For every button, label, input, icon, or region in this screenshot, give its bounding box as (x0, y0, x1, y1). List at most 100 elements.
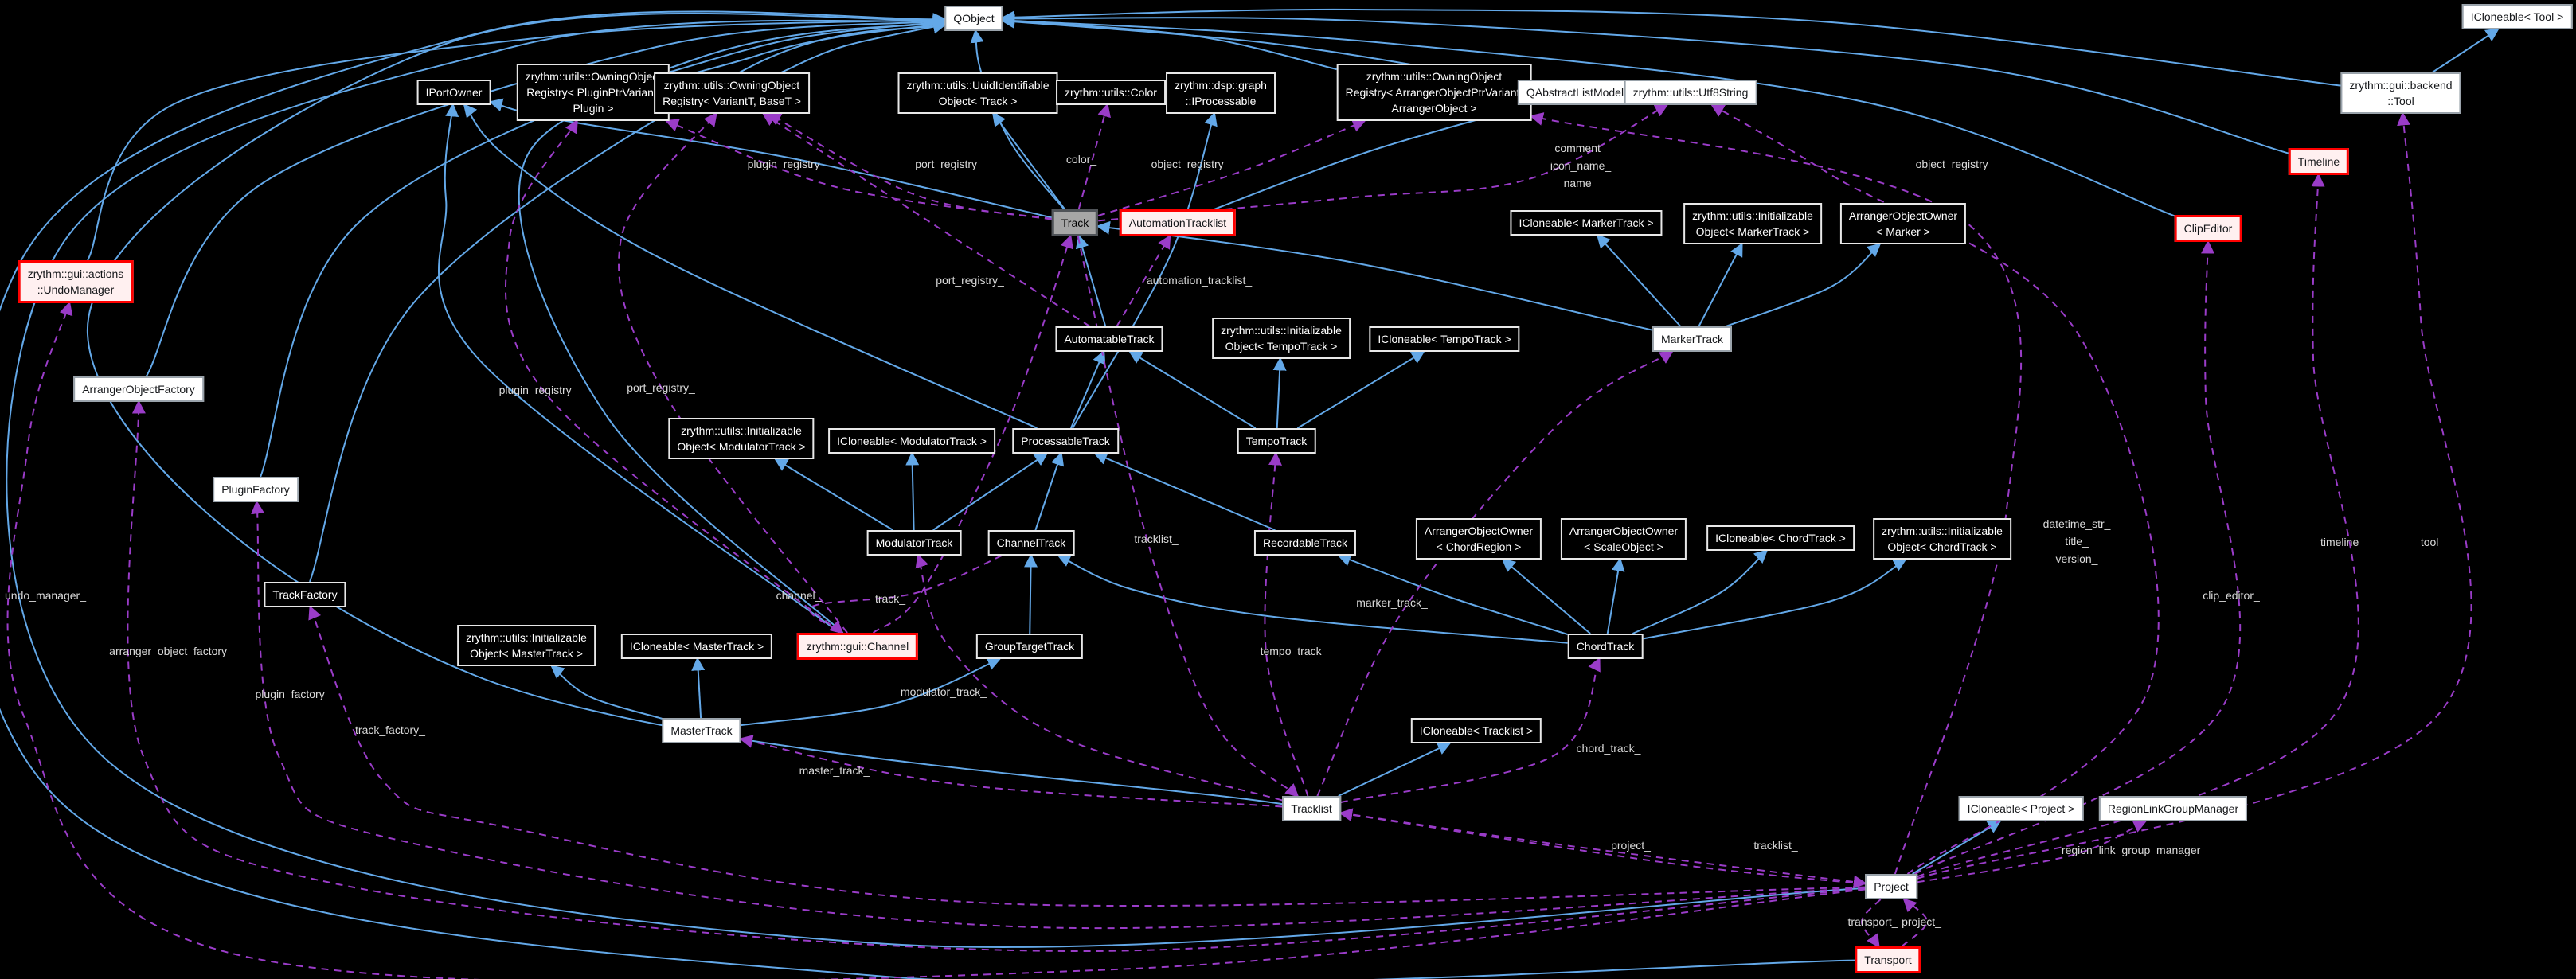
edge-label-undo_manager_: undo_manager_ (5, 589, 86, 602)
class-node-tracklist[interactable]: Tracklist (1282, 796, 1341, 821)
inheritance-edge-chordtrack-arrobj_scaleobject (1606, 557, 1625, 634)
class-node-undomanager[interactable]: zrythm::gui::actions ::UndoManager (18, 260, 134, 303)
usage-edge-tracklist-chordtrack (1340, 657, 1601, 803)
class-node-arrobj_marker[interactable]: ArrangerObjectOwner < Marker > (1839, 203, 1967, 244)
class-node-project[interactable]: Project (1865, 874, 1917, 899)
usage-edge-tracklist-modulatortrack (915, 553, 1283, 802)
inheritance-edge-ownreg_arrobj-qobject (1001, 14, 1337, 71)
class-node-utf8string[interactable]: zrythm::utils::Utf8String (1624, 80, 1757, 105)
class-node-icl_mastertrack[interactable]: ICloneable< MasterTrack > (620, 634, 773, 659)
class-node-chordtrack[interactable]: ChordTrack (1567, 634, 1644, 659)
inheritance-edge-track-uuidobj_track (991, 111, 1066, 210)
inheritance-edge-backend_tool-icloneable_tool (2431, 28, 2500, 73)
inheritance-edge-clipeditor-qobject (1001, 14, 2175, 217)
class-node-ownreg_plugin[interactable]: zrythm::utils::OwningObject Registry< Pl… (516, 64, 670, 121)
class-node-qobject[interactable]: QObject (944, 6, 1003, 31)
edge-label-automation_tracklist_: automation_tracklist_ (1146, 274, 1253, 287)
inheritance-edge-track-qobject (970, 29, 1065, 210)
inheritance-edge-modulatortrack-processabletrack (932, 452, 1049, 531)
class-node-automationtracklist[interactable]: AutomationTracklist (1119, 209, 1237, 236)
class-node-channel[interactable]: zrythm::gui::Channel (796, 633, 919, 660)
usage-edge-project-trackfactory (308, 605, 1866, 907)
class-node-icloneable_tool[interactable]: ICloneable< Tool > (2461, 4, 2573, 29)
class-node-icl_markertrack[interactable]: ICloneable< MarkerTrack > (1510, 210, 1663, 236)
class-node-icl_project[interactable]: ICloneable< Project > (1958, 796, 2084, 821)
edge-label-tool_: tool_ (2420, 536, 2445, 548)
edge-label-modulator_track_: modulator_track_ (900, 685, 987, 698)
usage-edge-channeltrack-channel (809, 555, 1003, 634)
edge-label-channel_: channel_ (776, 589, 822, 602)
class-node-uuidobj_track[interactable]: zrythm::utils::UuidIdentifiable Object< … (897, 72, 1058, 114)
class-node-markertrack[interactable]: MarkerTrack (1652, 326, 1733, 352)
class-node-trackfactory[interactable]: TrackFactory (264, 582, 346, 607)
class-node-mastertrack[interactable]: MasterTrack (662, 718, 741, 743)
class-node-pluginfactory[interactable]: PluginFactory (213, 477, 299, 502)
edge-label-master_track_: master_track_ (799, 764, 870, 777)
class-node-icl_tracklist[interactable]: ICloneable< Tracklist > (1410, 718, 1542, 743)
inheritance-edge-tempotrack-automatabletrack (1128, 350, 1257, 429)
class-node-iportowner[interactable]: IPortOwner (416, 80, 491, 105)
class-node-icl_tempotrack[interactable]: ICloneable< TempoTrack > (1369, 326, 1520, 352)
class-node-icl_modulatortrack[interactable]: ICloneable< ModulatorTrack > (828, 428, 995, 454)
inheritance-edge-modulatortrack-icl_modulatortrack (905, 451, 920, 531)
inheritance-edge-tempotrack-icl_tempotrack (1296, 350, 1425, 429)
edge-label-track_factory_: track_factory_ (355, 724, 425, 736)
usage-edge-track-utf8string (1098, 103, 1669, 222)
edge-label-port_registry_: port_registry_ (936, 274, 1004, 287)
edge-label-region_link_group_manager_: region_link_group_manager_ (2061, 844, 2207, 856)
class-node-channeltrack[interactable]: ChannelTrack (987, 530, 1075, 556)
edge-label-project_: project_ (1902, 915, 1941, 928)
inheritance-edge-chordtrack-init_chordtrack (1643, 558, 1907, 640)
edge-label-transport_: transport_ (1847, 915, 1898, 928)
class-node-recordabletrack[interactable]: RecordableTrack (1253, 530, 1357, 556)
class-node-init_markertrack[interactable]: zrythm::utils::Initializable Object< Mar… (1683, 203, 1822, 244)
class-node-iprocessable[interactable]: zrythm::dsp::graph ::IProcessable (1166, 72, 1276, 114)
class-node-automatabletrack[interactable]: AutomatableTrack (1055, 326, 1163, 352)
edge-label-object_registry_: object_registry_ (1915, 158, 1995, 170)
usage-edge-project-ownreg_arrobj (1529, 112, 2023, 875)
class-node-icl_chordtrack[interactable]: ICloneable< ChordTrack > (1706, 525, 1855, 551)
inheritance-edge-automatabletrack-track (1075, 234, 1107, 327)
inheritance-edge-processabletrack-iprocessable (1072, 111, 1218, 429)
class-node-init_modulatortrack[interactable]: zrythm::utils::Initializable Object< Mod… (668, 418, 815, 459)
class-node-track[interactable]: Track (1051, 209, 1099, 236)
inheritance-edge-modulatortrack-init_modulatortrack (773, 458, 894, 531)
inheritance-edge-chordtrack-arrobj_chordregion (1501, 558, 1591, 634)
edge-label-tracklist_: tracklist_ (1134, 532, 1179, 545)
edge-label-tempo_track_: tempo_track_ (1260, 645, 1328, 657)
class-node-timeline[interactable]: Timeline (2288, 148, 2350, 175)
class-node-regionlinkgroupmanager[interactable]: RegionLinkGroupManager (2098, 796, 2248, 821)
usage-edge-tracklist-mastertrack (739, 735, 1283, 808)
class-node-modulatortrack[interactable]: ModulatorTrack (866, 530, 962, 556)
inheritance-edge-processabletrack-iportowner (463, 103, 1038, 429)
class-node-ownreg_arrobj[interactable]: zrythm::utils::OwningObject Registry< Ar… (1336, 64, 1532, 121)
class-node-clipeditor[interactable]: ClipEditor (2174, 215, 2242, 242)
usage-edge-project-utf8string (1710, 103, 2160, 875)
class-node-processabletrack[interactable]: ProcessableTrack (1012, 428, 1119, 454)
class-node-init_mastertrack[interactable]: zrythm::utils::Initializable Object< Mas… (457, 625, 596, 666)
class-node-color[interactable]: zrythm::utils::Color (1056, 80, 1166, 105)
edge-label-marker_track_: marker_track_ (1356, 596, 1428, 609)
class-node-arrangerobjectfactory[interactable]: ArrangerObjectFactory (73, 376, 204, 402)
class-node-arrobj_scaleobject[interactable]: ArrangerObjectOwner < ScaleObject > (1560, 518, 1687, 560)
class-node-transport[interactable]: Transport (1855, 946, 1921, 973)
inheritance-edge-processabletrack-automatabletrack (1069, 349, 1106, 429)
class-node-tempotrack[interactable]: TempoTrack (1237, 428, 1316, 454)
inheritance-edge-transport-qobject (0, 10, 1855, 979)
inheritance-edge-channeltrack-processabletrack (1034, 451, 1065, 531)
inheritance-edge-backend_tool-qobject (1001, 8, 2341, 87)
class-node-init_tempotrack[interactable]: zrythm::utils::Initializable Object< Tem… (1212, 318, 1351, 359)
inheritance-edge-chordtrack-channeltrack (1057, 554, 1568, 644)
class-node-grouptargettrack[interactable]: GroupTargetTrack (975, 634, 1084, 659)
inheritance-edge-chordtrack-recordabletrack (1337, 553, 1568, 635)
class-node-ownreg_variant[interactable]: zrythm::utils::OwningObject Registry< Va… (654, 72, 810, 114)
class-node-arrobj_chordregion[interactable]: ArrangerObjectOwner < ChordRegion > (1415, 518, 1542, 560)
class-node-backend_tool[interactable]: zrythm::gui::backend ::Tool (2340, 72, 2461, 114)
edge-label-arranger_object_factory_: arranger_object_factory_ (109, 645, 233, 657)
edge-label-plugin_factory_: plugin_factory_ (255, 688, 331, 700)
edge-label-comment_: comment_ icon_name_ name_ (1550, 142, 1612, 189)
class-node-qabstractlistmodel[interactable]: QAbstractListModel (1517, 80, 1633, 105)
class-node-init_chordtrack[interactable]: zrythm::utils::Initializable Object< Cho… (1873, 518, 2011, 560)
